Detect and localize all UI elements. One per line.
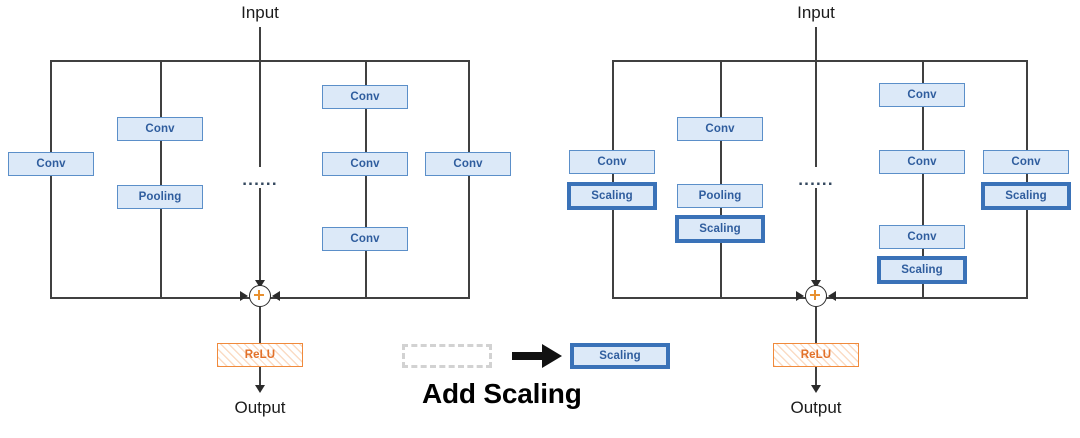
branch-2-wire-right [720, 60, 722, 299]
arrowhead-output-right [811, 385, 821, 393]
top-bus-right [612, 60, 1028, 62]
branch-center-wire-left [259, 60, 261, 167]
arrowhead-sum-from-right [272, 291, 280, 301]
thick-right-arrow-icon [512, 344, 562, 368]
node-conv[interactable]: Conv [879, 150, 965, 174]
arrowhead-into-sum-right [811, 280, 821, 288]
legend-add-scaling: Scaling Add Scaling [390, 330, 690, 438]
node-scaling[interactable]: Scaling [567, 182, 657, 210]
sum-node-right[interactable] [805, 285, 827, 307]
arrowhead-sum-from-left [796, 291, 804, 301]
input-label-right: Input [797, 3, 835, 22]
branch-1-wire-right [612, 60, 614, 299]
sum-to-relu-wire-left [259, 307, 261, 343]
node-conv[interactable]: Conv [322, 227, 408, 251]
input-wire-left [259, 27, 261, 60]
node-relu[interactable]: ReLU [773, 343, 859, 367]
output-label-right: Output [790, 398, 842, 417]
sum-to-relu-wire-right [815, 307, 817, 343]
node-conv[interactable]: Conv [569, 150, 655, 174]
branch-center-wire-lower-left [259, 182, 261, 286]
figure-caption: Add Scaling [422, 378, 582, 409]
input-wire-right [815, 27, 817, 60]
node-conv[interactable]: Conv [983, 150, 1069, 174]
arrowhead-sum-from-right [828, 291, 836, 301]
ellipsis-right: ...... [794, 171, 838, 188]
branch-2-wire-left [160, 60, 162, 299]
placeholder-dashed-box [402, 344, 492, 368]
node-conv[interactable]: Conv [8, 152, 94, 176]
relu-to-output-wire-left [259, 367, 261, 388]
branch-center-wire-right [815, 60, 817, 167]
branch-1-wire-left [50, 60, 52, 299]
node-pooling[interactable]: Pooling [117, 185, 203, 209]
ellipsis-left: ...... [238, 171, 282, 188]
branch-center-wire-lower-right [815, 182, 817, 286]
node-conv[interactable]: Conv [322, 85, 408, 109]
sum-node-left[interactable] [249, 285, 271, 307]
branch-3-wire-right [922, 60, 924, 299]
node-conv[interactable]: Conv [879, 83, 965, 107]
arrowhead-sum-from-left [240, 291, 248, 301]
arrowhead-output-left [255, 385, 265, 393]
branch-4-wire-right [1026, 60, 1028, 299]
node-conv[interactable]: Conv [322, 152, 408, 176]
node-scaling[interactable]: Scaling [981, 182, 1071, 210]
arrowhead-into-sum-left [255, 280, 265, 288]
input-label-left: Input [241, 3, 279, 22]
branch-3-wire-left [365, 60, 367, 299]
node-conv[interactable]: Conv [677, 117, 763, 141]
diagram-after: Input Conv Scaling Conv Pooling Scaling … [540, 0, 1080, 438]
relu-to-output-wire-right [815, 367, 817, 388]
legend-scaling-box[interactable]: Scaling [570, 343, 670, 369]
node-conv[interactable]: Conv [117, 117, 203, 141]
node-scaling[interactable]: Scaling [675, 215, 765, 243]
node-conv[interactable]: Conv [879, 225, 965, 249]
node-pooling[interactable]: Pooling [677, 184, 763, 208]
output-label-left: Output [234, 398, 286, 417]
branch-4-wire-left [468, 60, 470, 299]
node-relu[interactable]: ReLU [217, 343, 303, 367]
node-scaling[interactable]: Scaling [877, 256, 967, 284]
node-conv[interactable]: Conv [425, 152, 511, 176]
diagram-before: Input Conv Conv Pooling ...... Conv Conv… [8, 3, 511, 417]
